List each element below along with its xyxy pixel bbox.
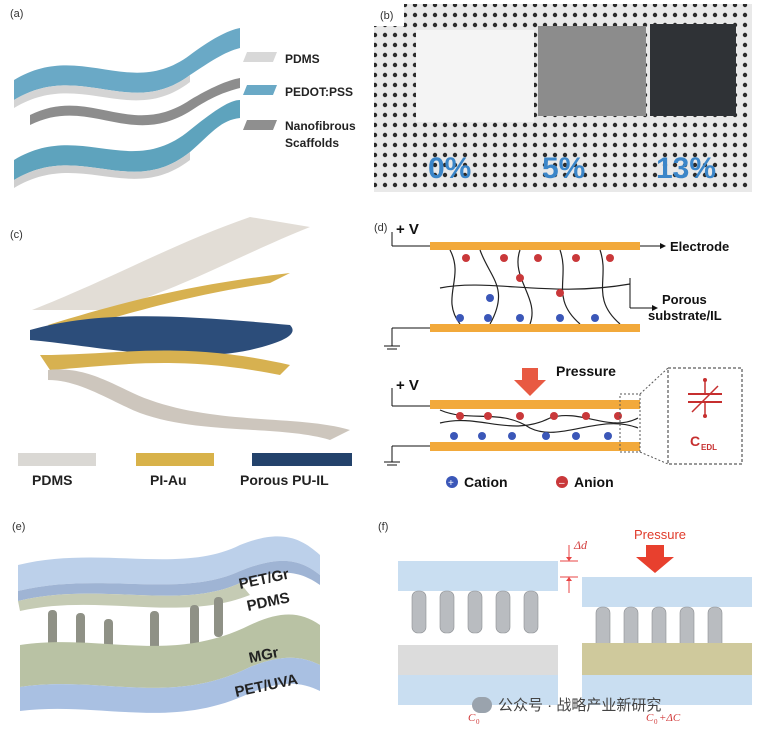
fiber-network-bottom — [439, 409, 639, 433]
micro-pillars — [48, 597, 223, 653]
anions-top — [462, 254, 614, 297]
panel-a-figure: PDMS PEDOT:PSS Nanofibrous Scaffolds — [14, 28, 356, 188]
panel-b-label: (b) — [380, 10, 393, 22]
pdms-top — [32, 217, 310, 310]
c1-suffix: +ΔC — [659, 712, 681, 724]
pdms-edge-bottom — [14, 152, 190, 188]
c1-subscript: 0 — [654, 718, 658, 726]
anion-icon — [556, 476, 568, 488]
panel-e: (e) PET/Gr PDMS MGr PET/UVA — [0, 515, 378, 735]
legend-swatch-pedot — [243, 85, 277, 95]
watermark: 公众号 · 战略产业新研究 — [472, 694, 661, 715]
panel-f-label: (f) — [378, 521, 389, 533]
nanofiber-layer — [30, 78, 240, 126]
middle-layer-right — [582, 643, 752, 675]
pillars-left — [411, 590, 539, 634]
panel-e-label: (e) — [12, 521, 26, 533]
electrode-bottom — [430, 324, 640, 332]
legend-swatch-pdms — [243, 52, 277, 62]
panel-d-label: (d) — [374, 222, 388, 234]
electrode-label: Electrode — [670, 239, 729, 254]
legend-pdms: PDMS — [285, 52, 320, 66]
label-mgr: MGr — [247, 644, 280, 667]
label-pdms: PDMS — [245, 589, 291, 615]
legend-swatch-pdms — [18, 453, 96, 466]
pdms-bottom — [48, 369, 350, 440]
pressure-arrow-f — [636, 545, 674, 573]
legend-swatch-nanofiber — [243, 120, 277, 130]
c0-subscript: 0 — [476, 718, 480, 726]
c0-label: C — [468, 712, 476, 724]
pet-uva-layer — [20, 657, 320, 713]
legend-pedot: PEDOT:PSS — [285, 85, 353, 99]
gold-bottom — [40, 350, 290, 375]
legend-pi-au: PI-Au — [150, 472, 187, 488]
legend-porous-pu-il: Porous PU-IL — [240, 472, 329, 488]
panel-d-figure: + V Electrode Porous s — [384, 221, 743, 490]
pdms-layer — [18, 583, 250, 611]
legend-nanofibrous: Nanofibrous — [285, 119, 356, 133]
panel-c-figure: PDMS PI-Au Porous PU-IL — [18, 217, 352, 488]
plus-v-top: + V — [396, 221, 419, 238]
panel-b: (b) 0% 5% 13% — [370, 0, 755, 200]
inset-source — [619, 393, 641, 453]
mgr-layer — [20, 614, 320, 688]
wechat-icon — [472, 696, 492, 713]
plus-v-bottom: + V — [396, 377, 419, 394]
pet-gr-layer — [18, 536, 320, 591]
percent-5: 5% — [542, 152, 585, 185]
panel-d: (d) + V Electrode — [370, 218, 755, 500]
legend-scaffolds: Scaffolds — [285, 136, 339, 150]
svg-text:–: – — [559, 478, 565, 489]
watermark-text: 公众号 · 战略产业新研究 — [498, 697, 662, 714]
pressure-label: Pressure — [556, 363, 616, 379]
top-electrode-left — [398, 561, 558, 591]
legend-swatch-porous — [252, 453, 352, 466]
cations-top — [456, 294, 599, 322]
legend-swatch-pi-au — [136, 453, 214, 466]
cation-icon — [446, 476, 458, 488]
fiber-network-top — [439, 249, 631, 325]
pedot-layer-top — [14, 28, 240, 100]
electrode-compressed-top — [430, 400, 640, 409]
cation-label: Cation — [464, 474, 508, 490]
electrode-top — [430, 242, 640, 250]
porous-label: Porous — [662, 292, 707, 307]
percent-0: 0% — [428, 152, 471, 185]
legend-pdms: PDMS — [32, 472, 72, 488]
sample-0 — [416, 30, 534, 122]
sample-5 — [538, 26, 646, 116]
bottom-electrode-right — [582, 675, 752, 705]
panel-a: (a) PDMS PEDOT:PSS Nanofibrous Scaffolds — [0, 0, 378, 205]
top-electrode-right — [582, 577, 752, 607]
panel-c-label: (c) — [10, 229, 23, 241]
pressure-label-f: Pressure — [634, 527, 686, 542]
porous-pu-il — [30, 316, 293, 356]
delta-d-label: Δd — [573, 538, 588, 552]
anion-label: Anion — [574, 474, 614, 490]
cedl-label: C — [690, 433, 700, 449]
pressure-arrow — [514, 368, 546, 396]
cedl-subscript: EDL — [701, 443, 717, 452]
panel-e-figure: PET/Gr PDMS MGr PET/UVA — [18, 536, 320, 713]
pillars-right — [595, 606, 723, 650]
substrate-label: substrate/IL — [648, 308, 722, 323]
electrode-compressed-bottom — [430, 442, 640, 451]
percent-13: 13% — [656, 152, 716, 185]
middle-layer-left — [398, 645, 558, 675]
pedot-layer-bottom — [14, 100, 240, 180]
panel-b-photo: (b) 0% 5% 13% — [374, 4, 752, 192]
panel-a-label: (a) — [10, 8, 24, 20]
cations-bottom — [450, 432, 612, 440]
panel-f: (f) C 0 Δd Pressure C 0 + — [378, 515, 756, 735]
panel-c: (c) PDMS PI-Au Porous PU-IL — [0, 215, 378, 495]
c1-label: C — [646, 712, 654, 724]
anions-bottom — [456, 412, 622, 420]
sample-13 — [650, 24, 736, 116]
svg-text:+: + — [448, 478, 454, 489]
pdms-edge-top — [14, 75, 190, 108]
panel-f-figure: C 0 Δd Pressure C 0 +ΔC — [398, 527, 752, 726]
